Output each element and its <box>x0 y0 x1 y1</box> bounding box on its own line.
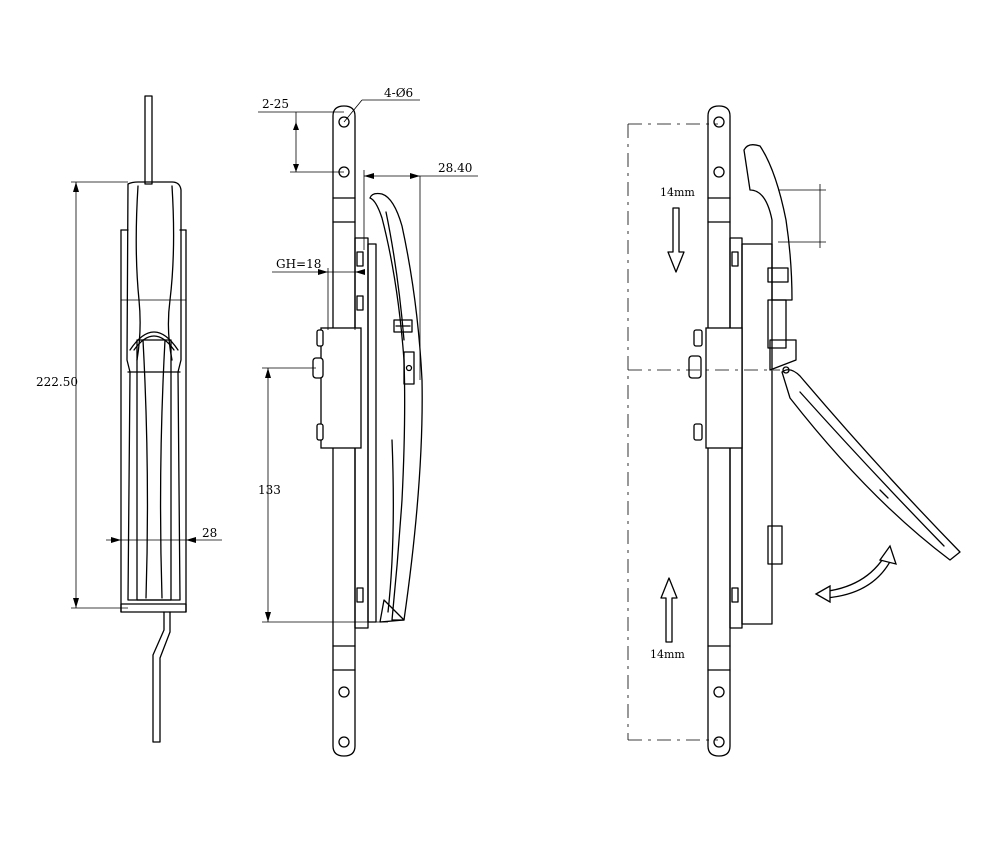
front-view: 222.50 28 <box>36 95 222 743</box>
front-bottom-rod <box>152 611 171 743</box>
dim-label-height: 133 <box>258 483 281 497</box>
side-view-open: 14mm 14mm <box>627 105 961 757</box>
front-arch <box>129 331 179 351</box>
side-nut-block <box>320 327 362 449</box>
open-mounting-plate <box>707 105 731 757</box>
mount-hole-1 <box>338 116 350 128</box>
side-handle <box>369 192 423 621</box>
side-view-closed: 4-Ø6 2-25 28.40 GH=18 133 <box>258 86 478 757</box>
dim-label-width: 28 <box>202 526 217 540</box>
open-handle <box>781 369 961 561</box>
front-housing <box>120 229 187 613</box>
mount-hole-3 <box>338 686 350 698</box>
travel-label-top: 14mm <box>660 186 695 199</box>
dim-label-length: 222.50 <box>36 375 78 389</box>
travel-arrow-up <box>660 577 678 643</box>
side-mounting-plate <box>332 105 356 757</box>
dim-label-holes: 4-Ø6 <box>384 86 413 100</box>
dim-label-hole-spacing: 2-25 <box>262 97 289 111</box>
mount-hole-4 <box>338 736 350 748</box>
front-top-rod <box>144 95 153 185</box>
dim-label-gh: GH=18 <box>276 257 321 271</box>
front-handle <box>126 181 182 601</box>
front-slot <box>136 339 172 601</box>
open-latch-hook <box>743 144 793 301</box>
travel-label-bottom: 14mm <box>650 648 685 661</box>
dim-label-offset: 28.40 <box>438 161 472 175</box>
travel-arrow-down <box>667 207 685 273</box>
